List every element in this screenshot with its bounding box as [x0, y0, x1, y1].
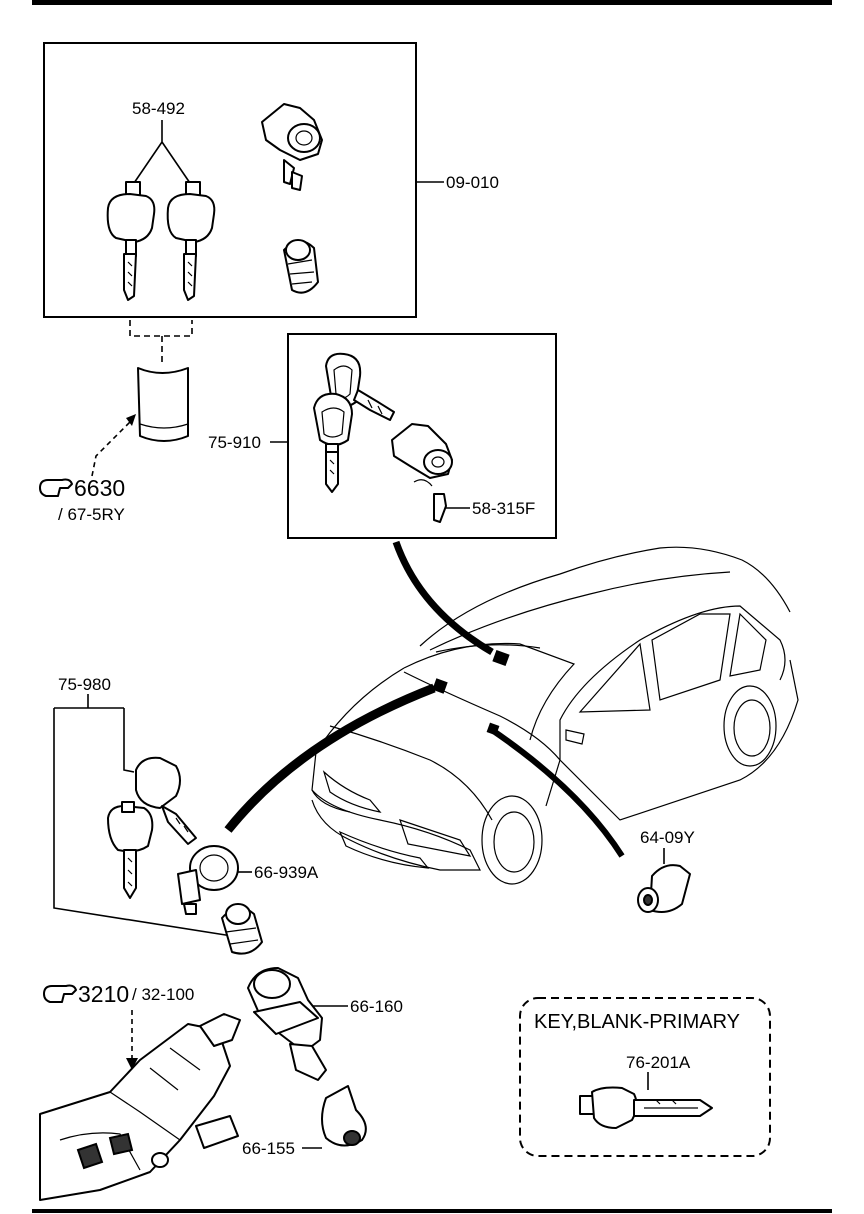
steering-column [39, 1013, 241, 1201]
steering-cover [137, 367, 189, 442]
ignition-key-upper [135, 756, 197, 845]
ignition-cylinder [221, 903, 263, 955]
blank-key [579, 1086, 713, 1129]
door-cylinder [261, 103, 323, 191]
trunk-cylinder [637, 864, 691, 913]
ref-67-5ry: / 67-5RY [58, 505, 125, 524]
key-left [106, 181, 156, 301]
ref-3210: 3210 [78, 981, 129, 1007]
ref-6630: 6630 [74, 475, 125, 501]
blank-key-title: KEY,BLANK-PRIMARY [534, 1011, 740, 1033]
pointing-hand-icon [39, 478, 73, 497]
label-75-980: 75-980 [58, 675, 111, 694]
ring-holder [177, 845, 239, 915]
ref-32-100: / 32-100 [132, 985, 194, 1004]
label-75-910: 75-910 [208, 433, 261, 452]
label-58-315f: 58-315F [472, 499, 535, 518]
label-58-492: 58-492 [132, 99, 185, 118]
remote-key-set-box [287, 333, 557, 539]
label-66-160: 66-160 [350, 997, 403, 1016]
key-right [166, 181, 216, 301]
ignition-key-lower [107, 801, 154, 899]
remote-door-cylinder [391, 423, 453, 487]
label-76-201a: 76-201A [626, 1053, 691, 1072]
cylinder-set-box [43, 42, 417, 318]
label-66-155: 66-155 [242, 1139, 295, 1158]
small-cylinder [283, 239, 319, 294]
remote-key-lower [313, 392, 353, 493]
blank-key-box [519, 997, 771, 1157]
switch-body [247, 967, 327, 1081]
bottom-rule [32, 1209, 832, 1213]
label-09-010: 09-010 [446, 173, 499, 192]
pointing-hand-icon [43, 984, 77, 1003]
label-64-09y: 64-09Y [640, 828, 695, 847]
lock-clip [433, 493, 447, 523]
car-illustration [311, 546, 799, 885]
top-rule [32, 0, 832, 5]
switch-cap [321, 1085, 367, 1147]
label-66-939a: 66-939A [254, 863, 319, 882]
